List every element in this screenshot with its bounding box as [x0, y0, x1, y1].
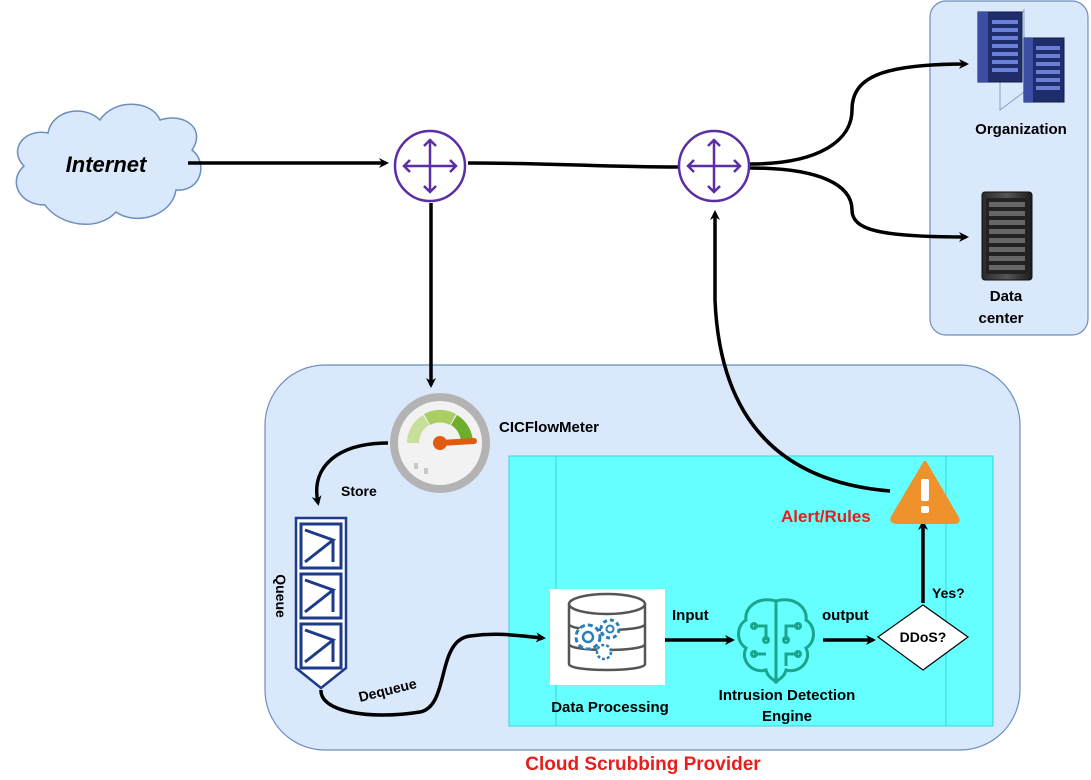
organization-server-icon [977, 8, 1065, 111]
brain-circuit-icon [737, 598, 815, 684]
internet-label: Internet [66, 152, 148, 177]
router-1-icon [393, 129, 467, 203]
ddos-decision-label: DDoS? [900, 629, 947, 645]
warning-icon [890, 461, 960, 524]
data-center-label-line1: Data [990, 288, 1023, 305]
edge-label-yes: Yes? [932, 585, 965, 601]
provider-label: Cloud Scrubbing Provider [525, 754, 761, 775]
gauge-icon [390, 393, 490, 493]
ids-label-line2: Engine [762, 708, 812, 725]
edges [188, 59, 969, 717]
router-2-icon [677, 129, 751, 203]
edge-label-store: Store [341, 483, 377, 499]
edge-label-input: Input [672, 607, 709, 624]
organization-label: Organization [975, 121, 1067, 138]
data-processing-label: Data Processing [551, 699, 669, 716]
data-center-label-line2: center [978, 310, 1023, 327]
queue-label: Queue [273, 574, 289, 618]
ddos-decision-diamond [876, 604, 970, 671]
data-center-rack-icon [981, 191, 1033, 281]
edge-label-output: output [822, 607, 869, 624]
ids-label-line1: Intrusion Detection [719, 687, 856, 704]
cicflowmeter-label: CICFlowMeter [499, 419, 599, 436]
database-gear-icon [550, 589, 665, 685]
queue-icon [294, 516, 348, 690]
alert-rules-label: Alert/Rules [781, 507, 871, 526]
internet-cloud-icon [15, 103, 202, 225]
